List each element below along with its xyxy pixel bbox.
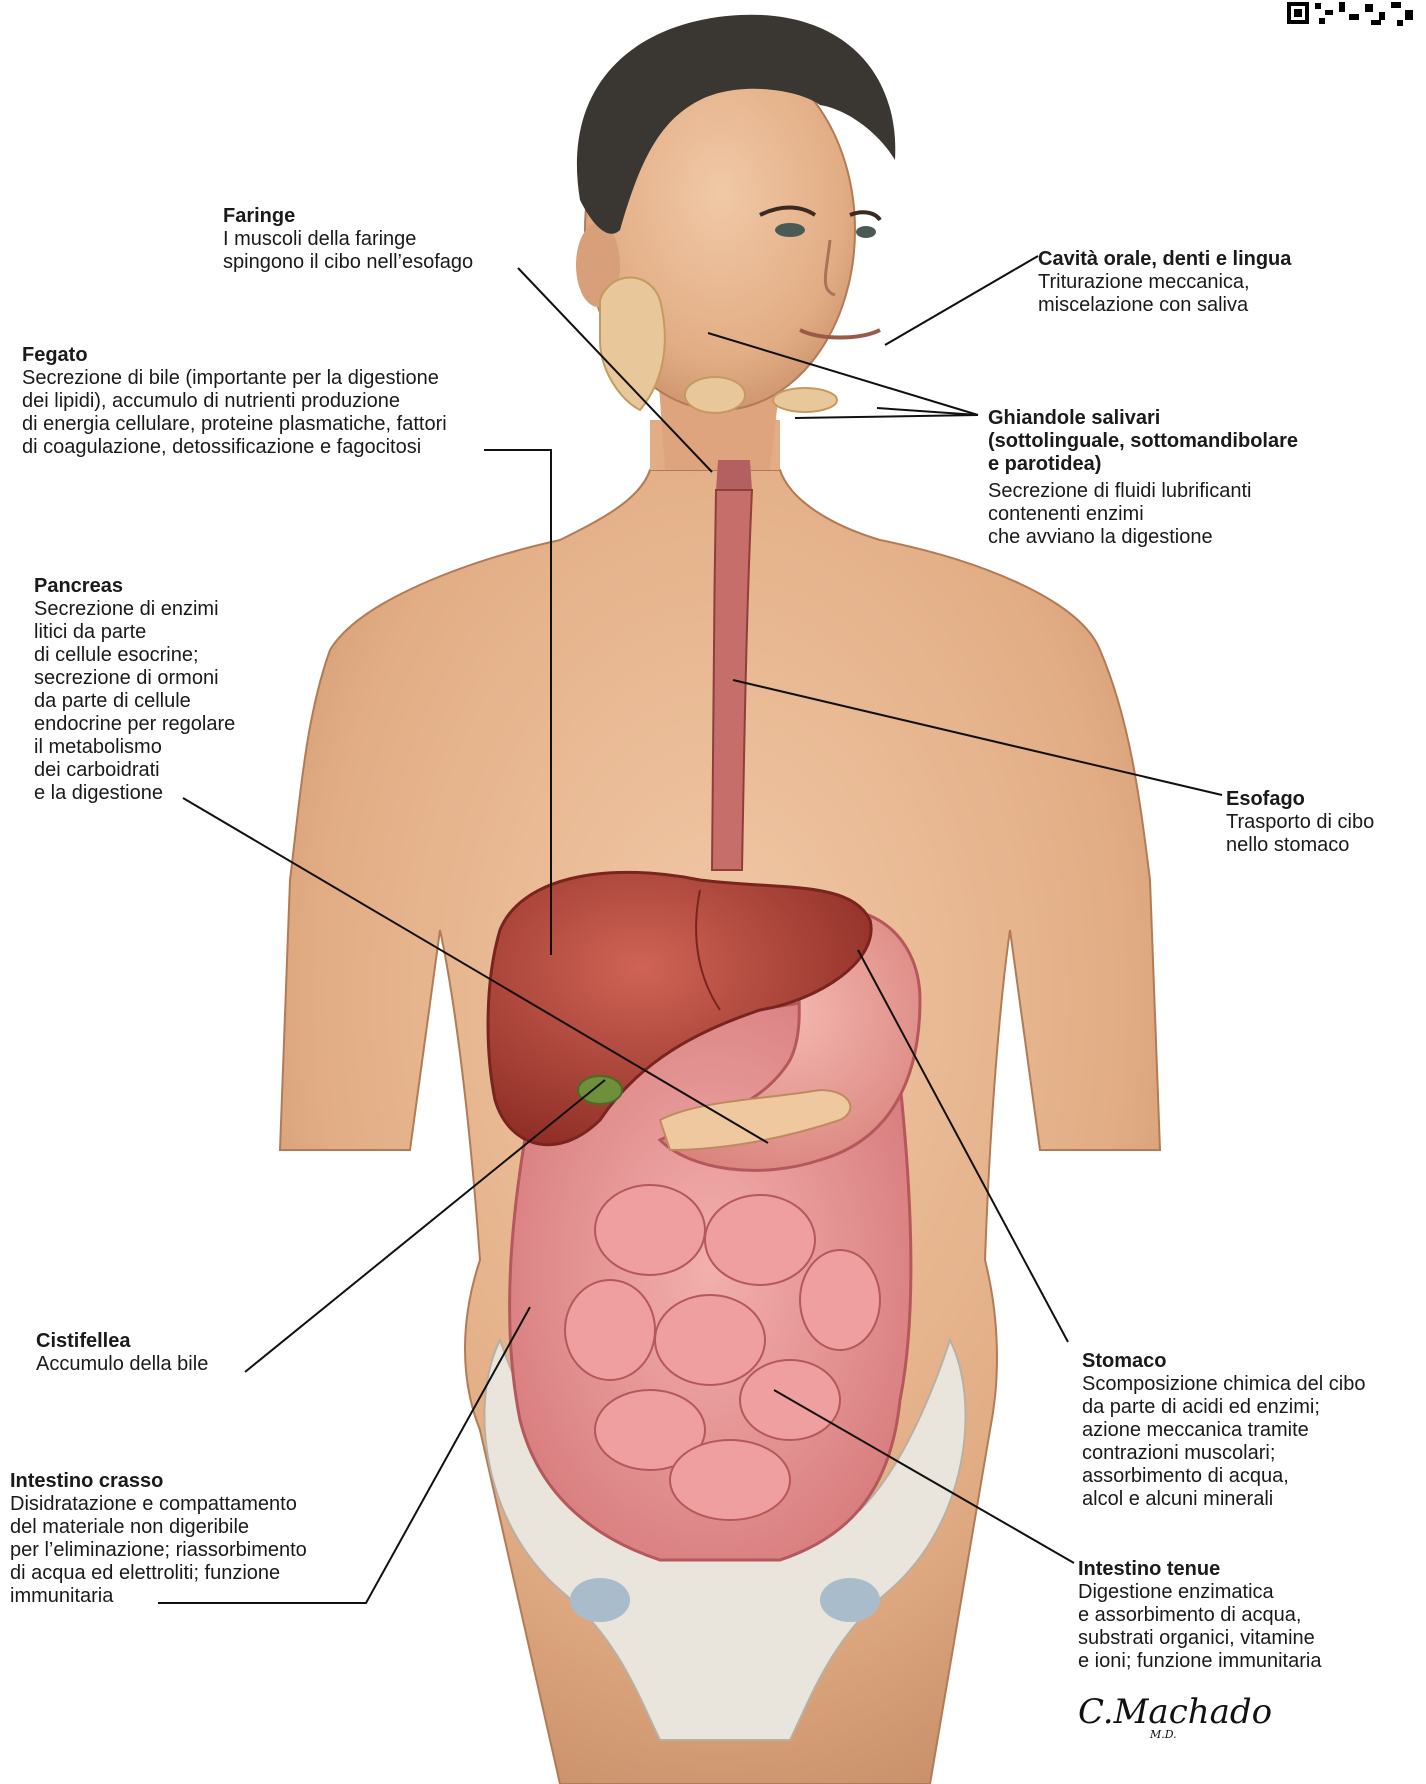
gallbladder <box>578 1076 622 1104</box>
label-intestino-crasso: Intestino crasso Disidratazione e compat… <box>10 1470 307 1608</box>
label-stomaco: Stomaco Scomposizione chimica del cibo d… <box>1082 1350 1365 1511</box>
label-desc: I muscoli della faringe spingono il cibo… <box>223 228 473 274</box>
artist-signature: C.Machado M.D. <box>1078 1692 1272 1732</box>
label-title: Intestino crasso <box>10 1470 307 1493</box>
label-desc: Triturazione meccanica, miscelazione con… <box>1038 271 1291 317</box>
leader-line-ghiandole-salivari-2 <box>795 415 978 418</box>
label-title: Stomaco <box>1082 1350 1365 1373</box>
signature-suffix: M.D. <box>1150 1728 1177 1741</box>
label-intestino-tenue: Intestino tenue Digestione enzimatica e … <box>1078 1558 1321 1673</box>
label-desc: Disidratazione e compattamento del mater… <box>10 1493 307 1608</box>
label-ghiandole-salivari: Ghiandole salivari (sottolinguale, sotto… <box>988 407 1298 549</box>
label-desc: Scomposizione chimica del cibo da parte … <box>1082 1373 1365 1511</box>
label-faringe: Faringe I muscoli della faringe spingono… <box>223 205 473 274</box>
label-title: Cistifellea <box>36 1330 208 1353</box>
label-title: Intestino tenue <box>1078 1558 1321 1581</box>
leader-line-ghiandole-salivari-3 <box>877 408 978 415</box>
label-desc: Trasporto di cibo nello stomaco <box>1226 811 1374 857</box>
signature-name: C.Machado <box>1078 1692 1272 1732</box>
label-desc: Secrezione di fluidi lubrificanti conten… <box>988 480 1298 549</box>
label-pancreas: Pancreas Secrezione di enzimi litici da … <box>34 575 235 805</box>
label-title: Fegato <box>22 344 447 367</box>
label-desc: Secrezione di enzimi litici da parte di … <box>34 598 235 805</box>
label-title: Esofago <box>1226 788 1374 811</box>
label-desc: Accumulo della bile <box>36 1353 208 1376</box>
label-desc: Digestione enzimatica e assorbimento di … <box>1078 1581 1321 1673</box>
label-fegato: Fegato Secrezione di bile (importante pe… <box>22 344 447 459</box>
label-title: Faringe <box>223 205 473 228</box>
qr-code-icon <box>1283 0 1426 32</box>
label-cavita-orale: Cavità orale, denti e lingua Triturazion… <box>1038 248 1291 317</box>
label-desc: Secrezione di bile (importante per la di… <box>22 367 447 459</box>
leader-line-cavita-orale <box>885 256 1038 345</box>
label-title: Pancreas <box>34 575 235 598</box>
label-title: Cavità orale, denti e lingua <box>1038 248 1291 271</box>
label-cistifellea: Cistifellea Accumulo della bile <box>36 1330 208 1376</box>
label-title: Ghiandole salivari (sottolinguale, sotto… <box>988 407 1298 476</box>
label-esofago: Esofago Trasporto di cibo nello stomaco <box>1226 788 1374 857</box>
